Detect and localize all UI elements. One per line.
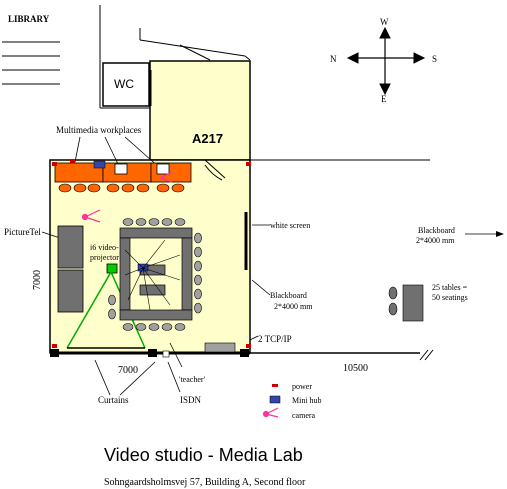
compass-west: W: [380, 17, 389, 27]
central-tables: [119, 227, 193, 321]
camera-icon: [81, 209, 101, 223]
picturetel-units: [57, 225, 84, 313]
legend-power-swatch: [272, 384, 278, 387]
dim-long: 10500: [343, 363, 368, 374]
room-a217: [149, 60, 251, 161]
tcp-ip-box: [204, 342, 236, 353]
workplace-chairs: [58, 183, 185, 193]
compass-east: E: [381, 94, 387, 104]
isdn-label: ISDN: [180, 395, 202, 405]
room-a217-label: A217: [192, 131, 223, 146]
picturetel-label: PictureTel: [4, 227, 41, 237]
central-chairs: [108, 218, 202, 331]
tables-block: [388, 284, 424, 322]
wc-room: [102, 62, 150, 107]
blackboard2-label-2: 2*4000 mm: [416, 236, 455, 245]
blackboard-label-1: Blackboard: [270, 291, 307, 300]
tables-label-2: 50 seatings: [432, 293, 468, 302]
legend-power: power: [292, 382, 312, 391]
compass-north: N: [330, 54, 337, 64]
projector-label-2: projector: [90, 253, 119, 262]
projector-label-1: i6 video-: [90, 243, 119, 252]
page-subtitle: Sohngaardsholmsvej 57, Building A, Secon…: [104, 477, 306, 488]
dim-width: 7000: [118, 365, 138, 376]
bottom-equipment: [50, 349, 249, 357]
projector-icon: [106, 263, 118, 274]
page-title: Video studio - Media Lab: [104, 445, 303, 465]
wc-label: WC: [114, 77, 134, 91]
white-screen-label: white screen: [270, 221, 310, 230]
tcp-ip-label: 2 TCP/IP: [258, 334, 292, 344]
minihub-center: [137, 263, 149, 272]
compass: [346, 26, 426, 96]
camera-icon-2: [159, 171, 173, 183]
workplace-monitors: [114, 163, 170, 175]
legend-camera: camera: [292, 411, 316, 420]
legend-minihub: Mini hub: [292, 396, 322, 405]
building-outline: [2, 5, 430, 161]
legend-camera-icon: [262, 407, 279, 418]
library-label: LIBRARY: [8, 14, 50, 24]
minihub-top: [93, 160, 106, 169]
tables-label-1: 25 tables =: [432, 283, 468, 292]
blackboard2-label-1: Blackboard: [418, 226, 455, 235]
compass-south: S: [432, 54, 437, 64]
legend-minihub-swatch: [269, 395, 281, 404]
multimedia-label: Multimedia workplaces: [56, 125, 142, 135]
cable-lines: [124, 239, 181, 311]
blackboard-label-2: 2*4000 mm: [274, 302, 313, 311]
power-outlets: [52, 160, 251, 348]
teacher-label: 'teacher': [179, 375, 206, 384]
dim-height: 7000: [32, 270, 43, 290]
curtains-label: Curtains: [98, 395, 129, 405]
